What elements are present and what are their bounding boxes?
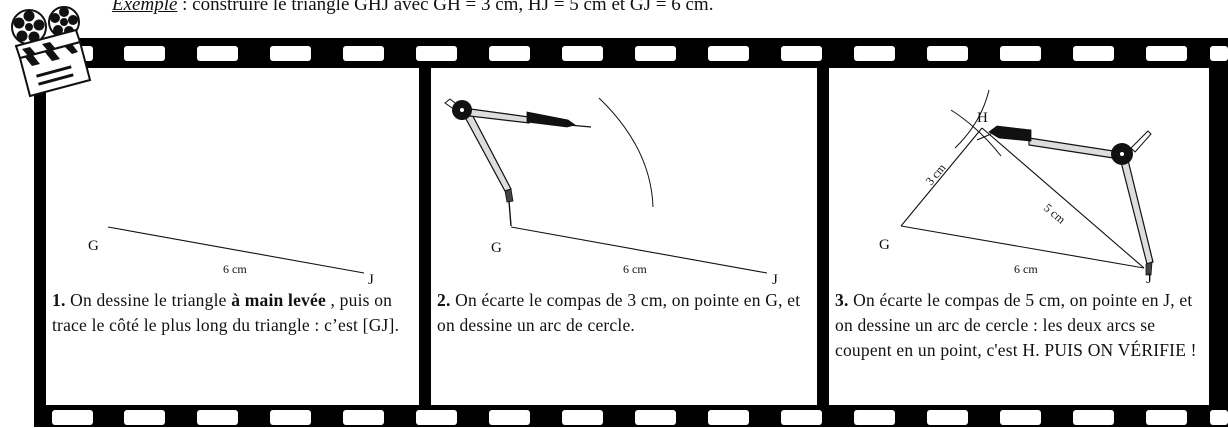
film-perforation xyxy=(343,46,384,61)
point-j-label: J xyxy=(368,272,374,288)
film-perforation xyxy=(1000,410,1041,425)
film-perforation xyxy=(781,46,822,61)
caption-text: On écarte le compas de 5 cm, on pointe e… xyxy=(835,290,1197,360)
film-perforation xyxy=(1210,46,1228,61)
film-perforation xyxy=(270,46,311,61)
step-number: 1. xyxy=(52,290,66,310)
film-perforation xyxy=(1210,410,1228,425)
step-number: 2. xyxy=(437,290,451,310)
film-perforation xyxy=(124,46,165,61)
point-h-label: H xyxy=(977,110,988,126)
film-perforation xyxy=(1073,46,1114,61)
film-perforation xyxy=(927,410,968,425)
segment-gh-length: 3 cm xyxy=(923,160,949,188)
filmstrip: G J 6 cm 1. On dessine le triangle à mai… xyxy=(34,38,1228,427)
point-g-label: G xyxy=(879,237,890,253)
step-3-panel: G H J 6 cm 3 cm 5 cm 3. On écarte le com… xyxy=(829,68,1209,405)
caption-text: , puis on trace le côté le plus long du … xyxy=(52,290,400,335)
film-perforation xyxy=(416,410,457,425)
segment-hj-length: 5 cm xyxy=(1041,201,1069,227)
film-perforation xyxy=(124,410,165,425)
segment-gj-length: 6 cm xyxy=(223,262,247,276)
film-reel-clapperboard-icon xyxy=(11,6,92,98)
point-j-label: J xyxy=(772,272,778,288)
film-perforation xyxy=(343,410,384,425)
compass-icon xyxy=(444,98,592,227)
step-3-caption: 3. On écarte le compas de 5 cm, on point… xyxy=(835,288,1205,363)
example-text: : construire le triangle GHJ avec GH = 3… xyxy=(177,0,714,15)
film-perforation xyxy=(1146,46,1187,61)
step-2-figure: G J 6 cm xyxy=(444,97,778,288)
step-number: 3. xyxy=(835,290,849,310)
film-perforation xyxy=(708,410,749,425)
film-perforations-top xyxy=(34,46,1228,64)
film-perforation xyxy=(562,46,603,61)
film-perforation xyxy=(562,410,603,425)
film-perforation xyxy=(781,410,822,425)
film-perforation xyxy=(197,410,238,425)
point-g-label: G xyxy=(491,240,502,256)
film-perforation xyxy=(416,46,457,61)
caption-bold: à main levée xyxy=(231,290,326,310)
step-1-caption: 1. On dessine le triangle à main levée ,… xyxy=(52,288,415,338)
example-label: Exemple xyxy=(112,0,178,15)
step-2-caption: 2. On écarte le compas de 3 cm, on point… xyxy=(437,288,813,338)
film-perforation xyxy=(635,46,676,61)
film-perforation xyxy=(854,46,895,61)
segment-gj-length: 6 cm xyxy=(623,262,647,276)
point-j-label: J xyxy=(1146,271,1152,287)
film-perforation xyxy=(489,46,530,61)
film-perforation xyxy=(635,410,676,425)
film-perforations-bottom xyxy=(34,410,1228,428)
step-1-panel: G J 6 cm 1. On dessine le triangle à mai… xyxy=(46,68,419,405)
step-3-figure: G H J 6 cm 3 cm 5 cm xyxy=(879,89,1154,287)
segment-gj-length: 6 cm xyxy=(1014,262,1038,276)
caption-text: On écarte le compas de 3 cm, on pointe e… xyxy=(437,290,801,335)
film-perforation xyxy=(270,410,311,425)
film-perforation xyxy=(197,46,238,61)
film-perforation xyxy=(854,410,895,425)
film-perforation xyxy=(1000,46,1041,61)
step-1-figure: G J 6 cm xyxy=(88,226,374,288)
compass-icon xyxy=(976,125,1154,276)
film-perforation xyxy=(52,410,93,425)
film-perforation xyxy=(708,46,749,61)
film-perforation xyxy=(489,410,530,425)
point-g-label: G xyxy=(88,238,99,254)
example-sentence: Exemple : construire le triangle GHJ ave… xyxy=(112,0,713,16)
film-perforation xyxy=(927,46,968,61)
film-perforation xyxy=(1146,410,1187,425)
step-2-panel: G J 6 cm 2. On écarte le compas de 3 cm,… xyxy=(431,68,817,405)
film-perforation xyxy=(1073,410,1114,425)
caption-text: On dessine le triangle xyxy=(65,290,232,310)
